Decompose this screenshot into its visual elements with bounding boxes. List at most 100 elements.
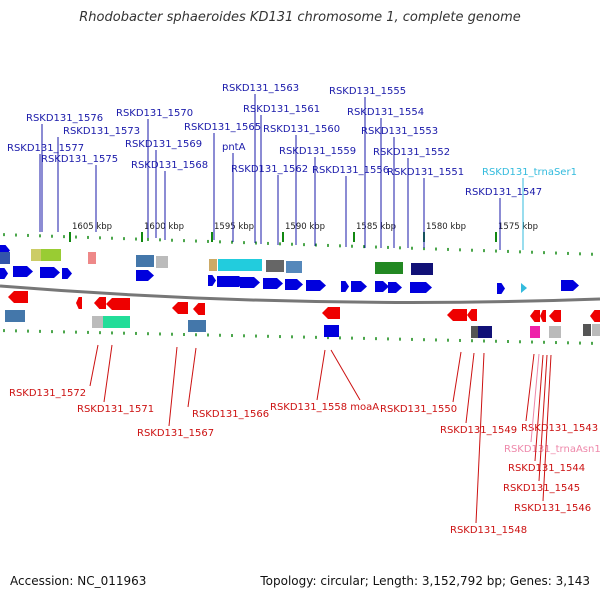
reverse-leader-line: [330, 349, 361, 401]
forward-gene-arrow: [388, 282, 402, 293]
reverse-gene-label: RSKD131_1566: [192, 409, 269, 420]
reverse-leader-line: [542, 354, 552, 502]
forward-feature-box: [266, 260, 284, 272]
forward-gene-arrow: [240, 277, 260, 288]
forward-gene-label: RSKD131_1556: [312, 165, 389, 176]
reverse-gene-arrow: [322, 307, 340, 319]
reverse-gene-arrow: [172, 302, 188, 314]
reverse-feature-box: [530, 326, 540, 338]
scale-tick-label: 1605 kbp: [72, 222, 112, 232]
reverse-gene-label: RSKD131_1544: [508, 463, 585, 474]
reverse-gene-arrow: [530, 310, 540, 322]
reverse-leader-line: [525, 353, 535, 422]
forward-gene-label: RSKD131_1560: [263, 124, 340, 135]
reverse-gene-label: RSKD131_1550: [380, 404, 457, 415]
forward-gene-label: RSKD131_1576: [26, 113, 103, 124]
forward-gene-label: RSKD131_1568: [131, 160, 208, 171]
forward-gene-arrow: [62, 268, 72, 279]
reverse-gene-arrow: [549, 310, 561, 322]
reverse-leader-line: [530, 353, 540, 443]
map-title: Rhodobacter sphaeroides KD131 chromosome…: [79, 10, 521, 25]
forward-gene-arrow: [263, 278, 283, 289]
forward-gene-label: RSKD131_1563: [222, 83, 299, 94]
forward-gene-arrow: [208, 275, 216, 286]
reverse-feature-box: [592, 324, 600, 336]
reverse-feature-box: [471, 326, 479, 338]
forward-gene-label: RSKD131_1569: [125, 139, 202, 150]
reverse-gene-label: RSKD131_1571: [77, 404, 154, 415]
reverse-gene-label: RSKD131_1567: [137, 428, 214, 439]
reverse-gene-arrow: [590, 310, 600, 322]
forward-gene-label: RSKD131_1554: [347, 107, 424, 118]
forward-feature-box: [88, 252, 96, 264]
scale-tick-label: 1585 kbp: [356, 222, 396, 232]
reverse-feature-box: [583, 324, 591, 336]
forward-feature-box: [375, 262, 403, 274]
forward-gene-label: RSKD131_1561: [243, 104, 320, 115]
reverse-gene-arrow: [467, 309, 477, 321]
reverse-leader-line: [452, 351, 462, 403]
reverse-feature-box: [188, 320, 206, 332]
forward-gene-arrow: [341, 281, 349, 292]
forward-gene-label: RSKD131_1547: [465, 187, 542, 198]
reverse-gene-label: RSKD131_1572: [9, 388, 86, 399]
chromosome-backbone: [0, 284, 600, 304]
forward-gene-arrow: [497, 283, 505, 294]
forward-gene-label: RSKD131_1559: [279, 146, 356, 157]
scale-tick-label: 1590 kbp: [285, 222, 325, 232]
forward-feature-box: [209, 259, 217, 271]
reverse-gene-label: RSKD131_1548: [450, 525, 527, 536]
forward-gene-label: RSKD131_1577: [7, 143, 84, 154]
forward-gene-arrow: [0, 268, 8, 279]
reverse-feature-box: [478, 326, 492, 338]
reverse-gene-arrow: [106, 298, 130, 310]
forward-gene-arrow: [410, 282, 432, 293]
reverse-gene-label: RSKD131_trnaAsn1: [504, 444, 600, 455]
forward-gene-arrow: [40, 267, 60, 278]
reverse-gene-label: RSKD131_1549: [440, 425, 517, 436]
forward-gene-arrow: [561, 280, 579, 291]
forward-gene-label: pntA: [222, 142, 246, 153]
forward-gene-label: RSKD131_1555: [329, 86, 406, 97]
scale-tick-label: 1600 kbp: [144, 222, 184, 232]
reverse-feature-box: [5, 310, 25, 322]
reverse-gene-arrow: [8, 291, 28, 303]
scale-tick-label: 1580 kbp: [426, 222, 466, 232]
scale-tick-label: 1575 kbp: [498, 222, 538, 232]
forward-gene-arrow: [217, 276, 245, 287]
forward-gene-arrow: [136, 270, 154, 281]
reverse-feature-box: [92, 316, 104, 328]
forward-feature-box: [136, 255, 154, 267]
reverse-leader-line: [89, 344, 99, 387]
reverse-gene-arrow: [447, 309, 467, 321]
forward-feature-box: [0, 252, 10, 264]
reverse-leader-line: [534, 354, 544, 462]
reverse-feature-box: [324, 325, 339, 337]
reverse-gene-arrow: [540, 310, 546, 322]
reverse-gene-label: RSKD131_1543: [521, 423, 598, 434]
accession-text: Accession: NC_011963: [10, 574, 147, 588]
forward-gene-arrow: [13, 266, 33, 277]
forward-feature-box: [286, 261, 302, 273]
forward-gene-arrow: [306, 280, 326, 291]
reverse-leader-line: [316, 349, 326, 401]
forward-gene-arrow: [375, 281, 389, 292]
forward-gene-label: RSKD131_1570: [116, 108, 193, 119]
reverse-gene-arrow: [94, 297, 106, 309]
reverse-gene-label: RSKD131_1545: [503, 483, 580, 494]
forward-feature-box: [156, 256, 168, 268]
reverse-leader-line: [187, 347, 197, 408]
forward-gene-label: RSKD131_1553: [361, 126, 438, 137]
forward-feature-box: [31, 249, 41, 261]
reverse-leader-line: [538, 354, 548, 482]
forward-gene-label: RSKD131_1565: [184, 122, 261, 133]
forward-gene-label: RSKD131_1552: [373, 147, 450, 158]
trna-forward-marker: [521, 283, 527, 293]
reverse-leader-line: [103, 344, 113, 403]
topology-summary: Topology: circular; Length: 3,152,792 bp…: [260, 574, 590, 588]
reverse-leader-line: [465, 352, 475, 424]
forward-gene-label: RSKD131_1551: [387, 167, 464, 178]
reverse-gene-arrow: [193, 303, 205, 315]
forward-gene-label: RSKD131_1575: [41, 154, 118, 165]
